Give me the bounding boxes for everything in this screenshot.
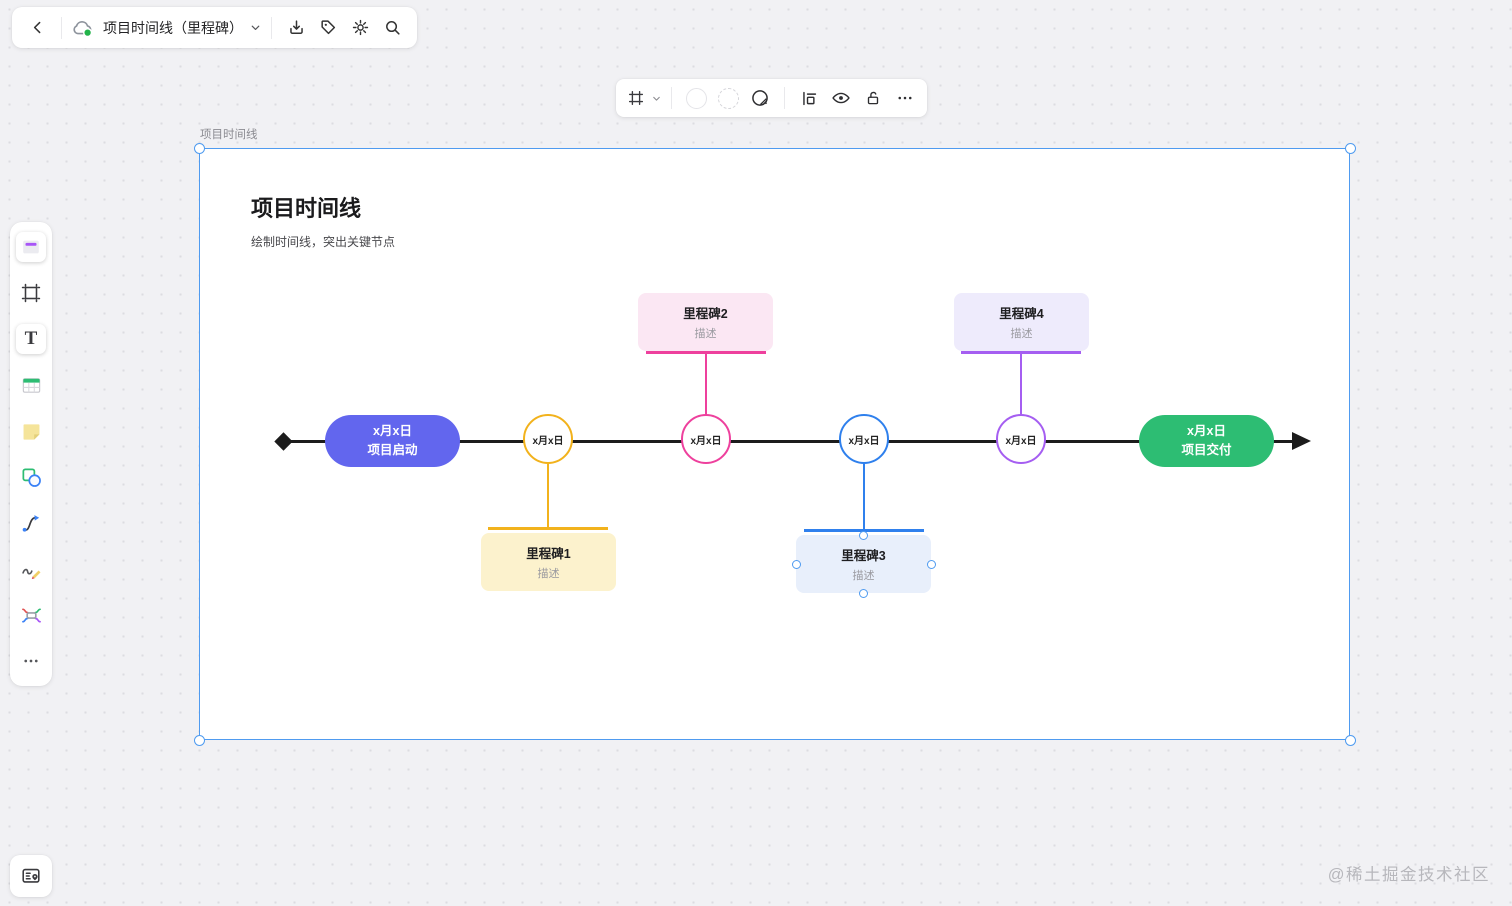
milestone-4-desc: 描述 (1010, 328, 1033, 340)
fill-color-swatch[interactable] (681, 83, 711, 113)
selection-toolbar (616, 79, 927, 117)
more-tools-icon[interactable] (16, 646, 46, 676)
milestone-4-date: x月x日 (1005, 435, 1037, 447)
milestone-4-card[interactable]: 里程碑4 描述 (954, 293, 1089, 351)
frame-dropdown-icon[interactable] (651, 93, 662, 104)
mindmap-tool-icon[interactable] (16, 600, 46, 630)
milestone-4-bar (961, 351, 1081, 354)
milestone-4-connector (1019, 353, 1022, 416)
shapes-tool-icon[interactable] (16, 462, 46, 492)
end-date: x月x日 (1187, 424, 1226, 439)
milestone-3-anchor-bottom[interactable] (859, 588, 868, 598)
frame-resize-handle-top-right[interactable] (1344, 142, 1356, 154)
frame-title: 项目时间线 (251, 196, 362, 221)
header-toolbar: 项目时间线（里程碑） (12, 7, 417, 48)
stroke-color-swatch[interactable] (713, 83, 743, 113)
unlock-icon[interactable] (858, 83, 888, 113)
milestone-2-bar (646, 351, 766, 354)
frame-resize-handle-bottom-left[interactable] (193, 734, 205, 746)
frame-resize-handle-bottom-right[interactable] (1344, 734, 1356, 746)
title-dropdown-icon[interactable] (249, 21, 262, 34)
template-tool-icon[interactable] (16, 232, 46, 262)
milestone-3-date-node[interactable]: x月x日 (839, 414, 889, 464)
visibility-icon[interactable] (826, 83, 856, 113)
milestone-2-date-node[interactable]: x月x日 (681, 414, 731, 464)
sticky-note-tool-icon[interactable] (16, 416, 46, 446)
timeline-start-pill[interactable]: x月x日 项目启动 (325, 415, 460, 467)
milestone-1-bar (488, 527, 608, 530)
text-tool-icon[interactable]: T (16, 324, 46, 354)
milestone-1-name: 里程碑1 (526, 547, 571, 561)
milestone-1-desc: 描述 (537, 568, 560, 580)
milestone-3-bar (804, 529, 924, 532)
timeline-start-diamond (274, 432, 293, 451)
milestone-4-date-node[interactable]: x月x日 (996, 414, 1046, 464)
watermark: @稀土掘金技术社区 (1327, 866, 1490, 884)
pen-tool-icon[interactable] (16, 554, 46, 584)
milestone-2-date: x月x日 (690, 435, 722, 447)
end-label: 项目交付 (1181, 443, 1232, 457)
header-divider (271, 16, 272, 39)
milestone-1-date-node[interactable]: x月x日 (523, 414, 573, 464)
search-icon[interactable] (377, 13, 407, 43)
frame-resize-handle-top-left[interactable] (193, 142, 205, 154)
milestone-1-date: x月x日 (532, 435, 564, 447)
toolbar-divider (671, 87, 672, 109)
tools-sidebar: T (10, 222, 52, 686)
milestone-3-connector (862, 462, 865, 530)
doc-title[interactable]: 项目时间线（里程碑） (103, 19, 243, 36)
milestone-3-card[interactable]: 里程碑3 描述 (796, 535, 931, 593)
start-label: 项目启动 (367, 443, 418, 457)
tag-icon[interactable] (313, 13, 343, 43)
milestone-3-date: x月x日 (848, 435, 880, 447)
connector-tool-icon[interactable] (16, 508, 46, 538)
milestone-3-desc: 描述 (852, 570, 875, 582)
timeline-frame[interactable]: 项目时间线 绘制时间线，突出关键节点 x月x日 项目启动 x月x日 项目交付 x… (193, 142, 1356, 746)
start-date: x月x日 (373, 424, 412, 439)
header-divider (61, 16, 62, 39)
milestone-3-anchor-top[interactable] (859, 530, 868, 540)
more-icon[interactable] (890, 83, 920, 113)
milestone-3-name: 里程碑3 (841, 549, 886, 563)
align-distribute-icon[interactable] (794, 83, 824, 113)
settings-icon[interactable] (345, 13, 375, 43)
download-icon[interactable] (281, 13, 311, 43)
timeline-axis[interactable] (283, 439, 1307, 443)
frame-tool-icon[interactable] (16, 278, 46, 308)
milestone-4-name: 里程碑4 (999, 307, 1044, 321)
style-contrast-icon[interactable] (745, 83, 775, 113)
milestone-2-name: 里程碑2 (683, 307, 728, 321)
frame-label[interactable]: 项目时间线 (200, 129, 258, 141)
timeline-end-pill[interactable]: x月x日 项目交付 (1139, 415, 1274, 467)
cloud-sync-icon (71, 18, 95, 38)
back-button[interactable] (22, 13, 52, 43)
frame-icon[interactable] (623, 83, 649, 113)
milestone-2-connector (704, 353, 707, 416)
milestone-1-connector (546, 462, 549, 528)
toolbar-divider (784, 87, 785, 109)
milestone-2-card[interactable]: 里程碑2 描述 (638, 293, 773, 351)
milestone-3-anchor-right[interactable] (926, 559, 936, 569)
milestone-2-desc: 描述 (694, 328, 717, 340)
minimap-button[interactable] (10, 855, 52, 897)
timeline-end-arrow (1292, 431, 1311, 450)
table-tool-icon[interactable] (16, 370, 46, 400)
milestone-3-anchor-left[interactable] (791, 559, 801, 569)
frame-subtitle: 绘制时间线，突出关键节点 (251, 235, 396, 249)
milestone-1-card[interactable]: 里程碑1 描述 (481, 533, 616, 591)
